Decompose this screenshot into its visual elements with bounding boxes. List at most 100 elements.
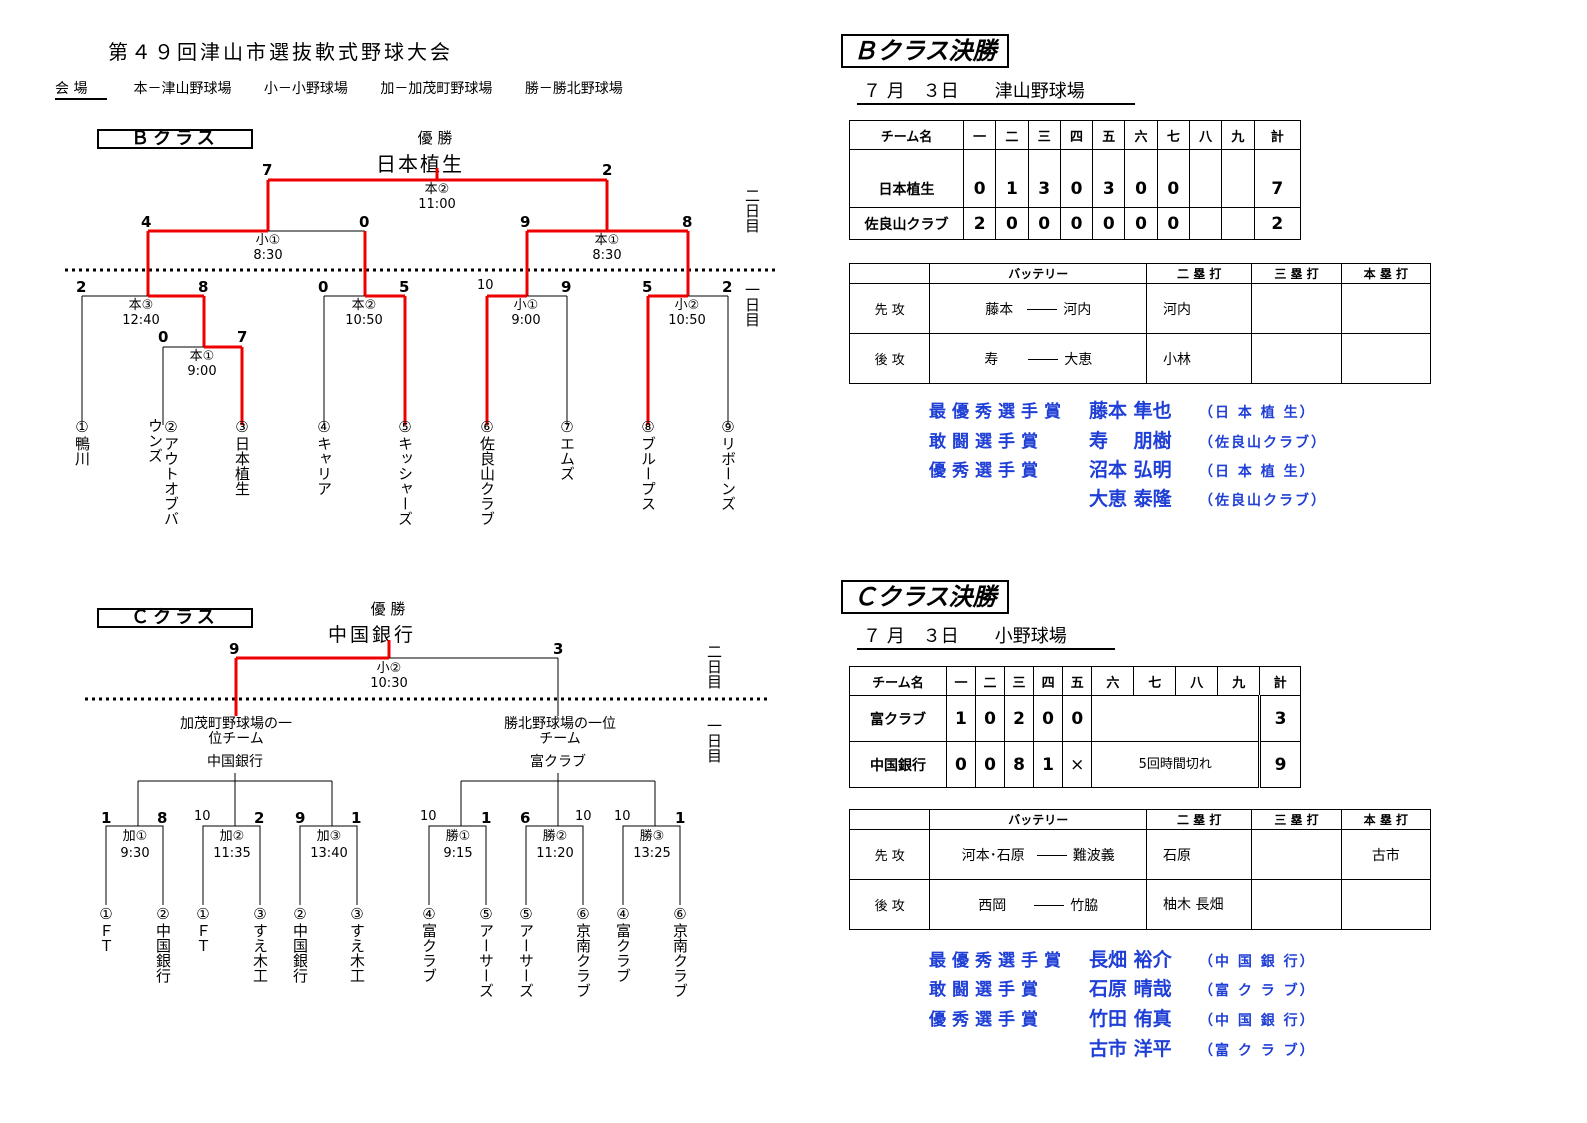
score: 2 xyxy=(254,809,265,827)
header-cell: 本 塁 打 xyxy=(1340,809,1432,830)
pitcher: 藤本 xyxy=(985,301,1014,318)
score: 0 xyxy=(359,213,370,231)
day-two-label: 二日目 xyxy=(705,644,723,689)
game-venue: 小② xyxy=(674,298,700,313)
batting-row: 先 攻 藤本河内 河内 xyxy=(848,283,1432,334)
inning-cell: 0 xyxy=(1062,695,1093,742)
game-venue: 本① xyxy=(189,349,215,364)
score: 3 xyxy=(553,640,564,658)
side-cell: 後 攻 xyxy=(848,333,931,384)
game-venue: 本② xyxy=(424,182,450,197)
team-name: ②中国銀行 xyxy=(154,905,172,983)
score: 8 xyxy=(198,278,209,296)
game-venue: 勝② xyxy=(542,829,568,844)
team-name: ⑥佐良山クラブ xyxy=(478,418,496,526)
double-cell: 河内 xyxy=(1146,283,1253,334)
note-cell: 5回時間切れ xyxy=(1091,741,1261,788)
venue-legend-item: 小－小野球場 xyxy=(263,81,348,97)
header-cell: 一 xyxy=(962,120,997,150)
award-row: 敢闘選手賞 石原 晴哉 （富 ク ラ ブ） xyxy=(929,974,1316,1001)
inning-cell: 0 xyxy=(945,741,976,788)
team-name: ⑨リボーンズ xyxy=(719,418,737,511)
score: 2 xyxy=(602,161,613,179)
venue-legend-item: 勝－勝北野球場 xyxy=(524,81,623,97)
game-time: 13:40 xyxy=(310,846,348,861)
b-bracket-lines xyxy=(65,168,775,425)
scoreboard-row: 日本植生 0 1 3 0 3 0 0 7 xyxy=(849,149,1302,208)
award-label: 最優秀選手賞 xyxy=(929,951,1067,971)
total-cell: 2 xyxy=(1253,207,1302,240)
award-team: （中 国 銀 行） xyxy=(1199,1013,1316,1029)
score: 8 xyxy=(682,213,693,231)
inning-cell xyxy=(1188,207,1223,240)
score: 9 xyxy=(295,809,306,827)
b-final-batting-table: バッテリー 二 塁 打 三 塁 打 本 塁 打 先 攻 藤本河内 河内 後 攻 … xyxy=(848,263,1432,384)
game-venue: 小② xyxy=(376,661,402,676)
game-venue: 小① xyxy=(513,298,539,313)
game-time: 8:30 xyxy=(592,248,622,263)
award-player: 大恵 泰隆 xyxy=(1089,488,1172,510)
day-one-label: 一日目 xyxy=(743,282,761,327)
header-cell: 四 xyxy=(1033,666,1064,696)
inning-cell xyxy=(1221,207,1255,240)
award-player: 石原 晴哉 xyxy=(1089,978,1172,1000)
game-time: 10:30 xyxy=(370,676,408,691)
c-final-date: ７ 月 ３日 小野球場 xyxy=(857,622,1115,650)
b-final-date: ７ 月 ３日 津山野球場 xyxy=(857,77,1135,105)
header-cell: 一 xyxy=(945,666,976,696)
batting-row: 後 攻 西岡竹脇 柚木 長畑 xyxy=(848,879,1432,930)
team-cell: 日本植生 xyxy=(849,149,964,208)
award-label: 敢闘選手賞 xyxy=(929,980,1044,1000)
header-cell: 三 xyxy=(1004,666,1035,696)
header-cell: 四 xyxy=(1059,120,1094,150)
score: 9 xyxy=(561,278,572,296)
award-team: （富 ク ラ ブ） xyxy=(1199,983,1316,999)
award-label: 最優秀選手賞 xyxy=(929,402,1067,422)
header-cell: 七 xyxy=(1133,666,1177,696)
award-row: 敢闘選手賞寿 朋樹（佐良山クラブ） xyxy=(929,426,1327,453)
team-name: ⑤アーサーズ xyxy=(517,905,535,998)
catcher: 竹脇 xyxy=(1070,897,1099,914)
game-venue: 勝③ xyxy=(639,829,665,844)
award-row: 優秀選手賞竹田 侑真（中 国 銀 行） xyxy=(929,1004,1316,1031)
award-team: （富 ク ラ ブ） xyxy=(1199,1043,1316,1059)
score: 10 xyxy=(614,809,631,824)
award-row: 最優秀選手賞 藤本 隼也 （日 本 植 生） xyxy=(929,396,1316,423)
header-cell: 計 xyxy=(1259,666,1301,696)
hr-cell: 古市 xyxy=(1340,829,1432,880)
team-name: ①ＦＴ xyxy=(194,905,212,953)
team-name: ③すえ木工 xyxy=(251,905,269,983)
c-bracket-lines xyxy=(85,640,770,905)
triple-cell xyxy=(1251,333,1342,384)
inning-cell: × xyxy=(1062,741,1093,788)
game-venue: 加③ xyxy=(316,829,342,844)
game-venue: 本① xyxy=(594,233,620,248)
game-venue: 加① xyxy=(122,829,148,844)
inning-cell: 0 xyxy=(1059,149,1094,208)
header-cell: 五 xyxy=(1062,666,1093,696)
award-label: 敢闘選手賞 xyxy=(929,432,1044,452)
total-cell: 7 xyxy=(1253,149,1302,208)
scoreboard-row: 中国銀行 0 0 8 1 × 5回時間切れ 9 xyxy=(849,741,1301,788)
header-cell: バッテリー xyxy=(929,809,1148,830)
score: 5 xyxy=(399,278,410,296)
battery-cell: 河本･石原難波義 xyxy=(929,829,1148,880)
award-team: （日 本 植 生） xyxy=(1199,405,1316,421)
game-time: 9:00 xyxy=(511,313,541,328)
inning-cell: 0 xyxy=(974,695,1006,742)
triple-cell xyxy=(1251,829,1342,880)
inning-cell: 2 xyxy=(962,207,997,240)
scoreboard-row: 佐良山クラブ 2 0 0 0 0 0 0 2 xyxy=(849,207,1302,240)
inning-cell: 0 xyxy=(1027,207,1061,240)
award-player: 藤本 隼也 xyxy=(1089,400,1172,422)
team-name: ⑦エムズ xyxy=(558,418,576,481)
award-team: （中 国 銀 行） xyxy=(1199,954,1316,970)
score: 1 xyxy=(481,809,492,827)
award-player: 竹田 侑真 xyxy=(1089,1008,1172,1030)
game-time: 8:30 xyxy=(253,248,283,263)
header-cell: 六 xyxy=(1124,120,1158,150)
header-cell: チーム名 xyxy=(849,120,964,150)
inning-cell: 0 xyxy=(962,149,997,208)
header-cell: 八 xyxy=(1188,120,1223,150)
header-cell: 七 xyxy=(1156,120,1190,150)
